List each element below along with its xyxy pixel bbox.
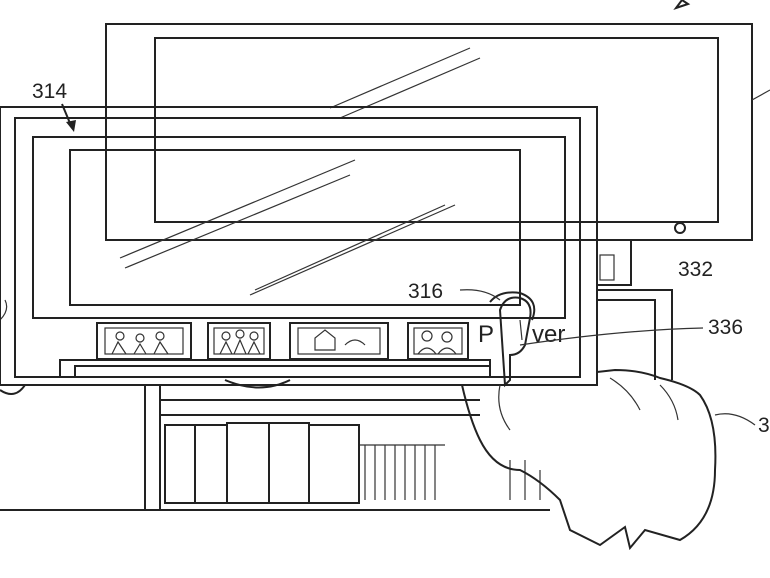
tablet-screen[interactable] [32, 136, 566, 319]
hand [461, 291, 717, 551]
power-text-left[interactable]: P [478, 321, 494, 348]
tablet-device: P ver [0, 106, 598, 386]
thumbnail-family[interactable] [96, 322, 192, 360]
side-cabinet [596, 239, 673, 380]
thumbnail-house[interactable] [289, 322, 389, 360]
shelf [0, 299, 550, 511]
thumbnail-group[interactable] [207, 322, 271, 360]
label-332: 332 [678, 258, 713, 281]
background-television [105, 23, 770, 241]
thumbnail-couple[interactable] [407, 322, 469, 360]
label-314: 314 [32, 80, 67, 103]
label-336: 336 [708, 316, 743, 339]
reference-labels: 314 316 336 332 3 [32, 80, 770, 437]
reference-arrow-top [673, 0, 691, 10]
power-text-right[interactable]: ver [532, 321, 565, 348]
tv-button-icon [674, 222, 686, 234]
label-316: 316 [408, 280, 443, 303]
label-3-partial: 3 [758, 414, 770, 437]
